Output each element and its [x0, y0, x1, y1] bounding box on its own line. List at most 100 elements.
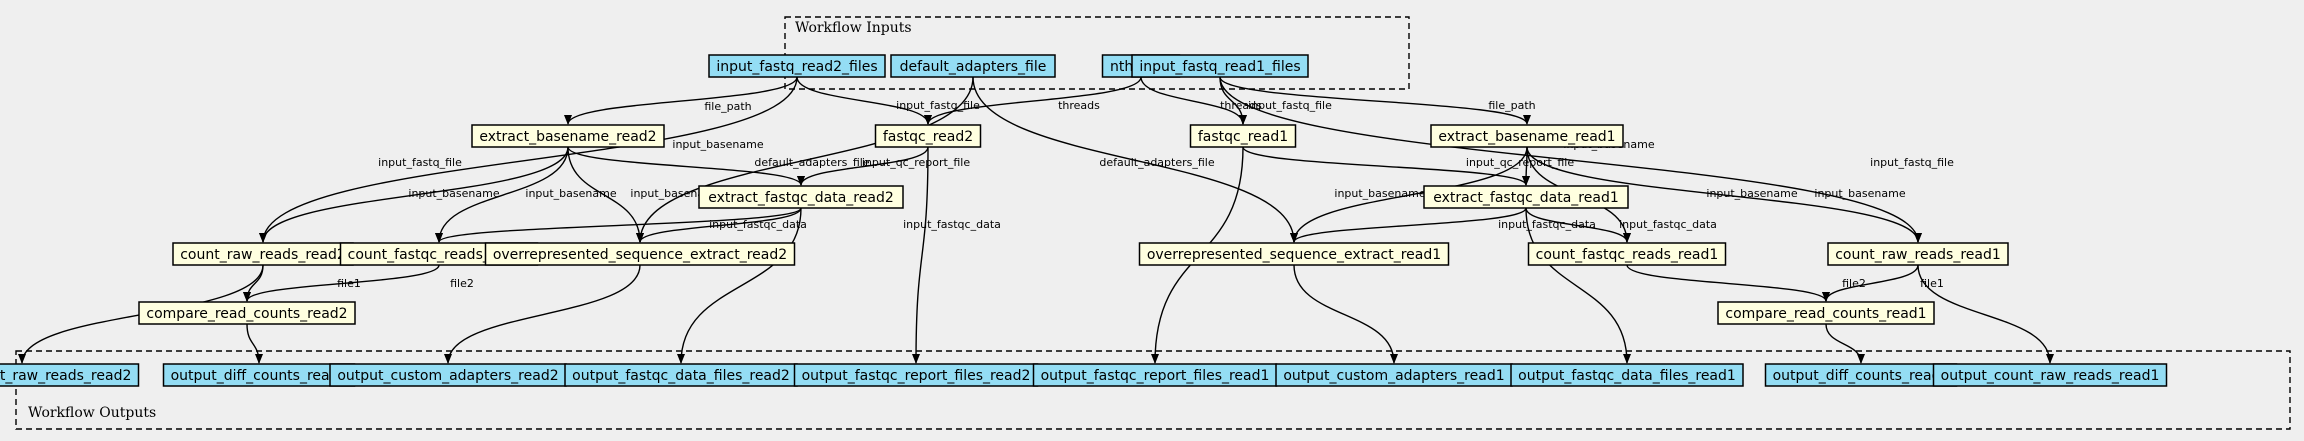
- edge-line: [1525, 207, 1631, 364]
- node-label: fastqc_read1: [1198, 129, 1288, 145]
- edge-line: [797, 146, 929, 186]
- node-label: output_count_raw_reads_read2: [0, 368, 131, 384]
- node-box: [1717, 301, 1935, 325]
- node-label: compare_read_counts_read2: [146, 306, 347, 322]
- node-label: output_custom_adapters_read1: [1283, 368, 1504, 384]
- edge-input-fastq-read1-files-to-extract-basename-read1: file_path: [1219, 76, 1536, 125]
- edge-line: [567, 146, 805, 186]
- node-count-raw-reads-read2[interactable]: count_raw_reads_read2: [172, 242, 354, 266]
- node-output-fastqc-report-files-read1[interactable]: output_fastqc_report_files_read1: [1032, 363, 1278, 387]
- node-output-count-raw-reads-read1[interactable]: output_count_raw_reads_read1: [1932, 363, 2168, 387]
- node-label: count_fastqc_reads_read1: [1536, 247, 1719, 263]
- node-output-custom-adapters-read2[interactable]: output_custom_adapters_read2: [329, 363, 567, 387]
- node-output-fastqc-report-files-read2[interactable]: output_fastqc_report_files_read2: [793, 363, 1039, 387]
- edge-line: [1626, 264, 1830, 302]
- cluster-label-inputs: Workflow Inputs: [795, 20, 912, 36]
- node-extract-fastqc-data-read2[interactable]: extract_fastqc_data_read2: [698, 185, 904, 209]
- node-output-diff-counts-read1[interactable]: output_diff_counts_read1: [1764, 363, 1958, 387]
- node-label: overrepresented_sequence_extract_read2: [493, 247, 787, 263]
- edge-line: [1293, 264, 1398, 364]
- edge-line: [636, 76, 974, 243]
- edge-default-adapters-file-to-overrepresented-sequence-extract-read2: default_adapters_file: [636, 76, 974, 243]
- node-label: count_raw_reads_read1: [1835, 247, 2001, 263]
- node-fastqc-read1[interactable]: fastqc_read1: [1189, 124, 1297, 148]
- node-box: [1131, 54, 1309, 78]
- node-count-raw-reads-read1[interactable]: count_raw_reads_read1: [1827, 242, 2009, 266]
- node-output-custom-adapters-read1[interactable]: output_custom_adapters_read1: [1275, 363, 1513, 387]
- edge-label: input_basename: [672, 138, 763, 151]
- edge-line: [972, 76, 1298, 243]
- node-label: extract_basename_read2: [479, 129, 656, 145]
- edge-line: [435, 207, 802, 243]
- edge-line: [1825, 323, 1865, 364]
- edge-compare-read-counts-read2-to-output-diff-counts-read2: [246, 323, 263, 364]
- node-box: [1430, 124, 1624, 148]
- edge-label: file2: [1842, 277, 1866, 290]
- node-output-fastqc-data-files-read1[interactable]: output_fastqc_data_files_read1: [1510, 363, 1744, 387]
- edge-label: input_fastq_file: [378, 156, 462, 169]
- node-box: [1827, 242, 2009, 266]
- node-label: fastqc_read2: [883, 129, 973, 145]
- node-box: [471, 124, 665, 148]
- edge-extract-fastqc-data-read1-to-output-fastqc-data-files-read1: [1525, 207, 1631, 364]
- edge-label: input_fastqc_data: [1498, 218, 1596, 231]
- node-extract-fastqc-data-read1[interactable]: extract_fastqc_data_read1: [1423, 185, 1629, 209]
- edge-input-fastq-read2-files-to-fastqc-read2: input_fastq_file: [796, 76, 980, 125]
- node-overrepresented-sequence-extract-read2[interactable]: overrepresented_sequence_extract_read2: [484, 242, 796, 266]
- edge-line: [444, 264, 641, 364]
- node-output-diff-counts-read2[interactable]: output_diff_counts_read2: [162, 363, 356, 387]
- edge-label: input_fastq_file: [1870, 156, 1954, 169]
- node-box: [698, 185, 904, 209]
- edge-extract-basename-read1-to-count-raw-reads-read1: input_basename: [1526, 146, 1922, 243]
- edge-input-fastq-read1-files-to-count-raw-reads-read1: input_fastq_file: [1219, 76, 1954, 243]
- node-compare-read-counts-read1[interactable]: compare_read_counts_read1: [1717, 301, 1935, 325]
- node-fastqc-read2[interactable]: fastqc_read2: [874, 124, 982, 148]
- node-label: extract_fastqc_data_read1: [1433, 190, 1619, 206]
- node-overrepresented-sequence-extract-read1[interactable]: overrepresented_sequence_extract_read1: [1138, 242, 1450, 266]
- node-extract-basename-read1[interactable]: extract_basename_read1: [1430, 124, 1624, 148]
- edge-line: [1219, 76, 1922, 243]
- node-box: [484, 242, 796, 266]
- edge-count-fastqc-reads-read1-to-compare-read-counts-read1: file2: [1626, 264, 1866, 302]
- node-label: output_diff_counts_read2: [171, 368, 348, 384]
- node-label: compare_read_counts_read1: [1725, 306, 1926, 322]
- edge-default-adapters-file-to-overrepresented-sequence-extract-read1: default_adapters_file: [972, 76, 1298, 243]
- node-label: extract_fastqc_data_read2: [708, 190, 894, 206]
- node-label: output_fastqc_report_files_read2: [802, 368, 1031, 384]
- edge-label: input_basename: [525, 187, 616, 200]
- edge-label: input_fastqc_data: [903, 218, 1001, 231]
- edge-line: [435, 146, 569, 243]
- edge-extract-basename-read2-to-count-fastqc-reads-read2: input_basename: [435, 146, 617, 243]
- node-output-fastqc-data-files-read2[interactable]: output_fastqc_data_files_read2: [564, 363, 798, 387]
- edge-label: default_adapters_file: [754, 156, 869, 169]
- edge-label: input_basename: [1334, 187, 1425, 200]
- node-label: input_fastq_read2_files: [716, 59, 877, 75]
- node-box: [708, 54, 886, 78]
- node-compare-read-counts-read2[interactable]: compare_read_counts_read2: [138, 301, 356, 325]
- edge-line: [636, 207, 802, 243]
- node-label: output_custom_adapters_read2: [337, 368, 558, 384]
- node-input-fastq-read1-files[interactable]: input_fastq_read1_files: [1131, 54, 1309, 78]
- node-default-adapters-file[interactable]: default_adapters_file: [890, 54, 1056, 78]
- edge-extract-fastqc-data-read1-to-count-fastqc-reads-read1: input_fastqc_data: [1525, 207, 1717, 243]
- node-label: output_diff_counts_read1: [1773, 368, 1950, 384]
- node-input-fastq-read2-files[interactable]: input_fastq_read2_files: [708, 54, 886, 78]
- edge-label: file1: [1920, 277, 1944, 290]
- node-box: [1138, 242, 1450, 266]
- edge-count-raw-reads-read1-to-compare-read-counts-read1: file1: [1822, 264, 1944, 302]
- node-extract-basename-read2[interactable]: extract_basename_read2: [471, 124, 665, 148]
- edge-nthreads-to-fastqc-read2: threads: [924, 76, 1142, 125]
- node-box: [890, 54, 1056, 78]
- edge-line: [259, 76, 798, 243]
- node-label: count_fastqc_reads_read2: [348, 247, 531, 263]
- node-label: count_raw_reads_read2: [180, 247, 346, 263]
- edge-fastqc-read1-to-extract-fastqc-data-read1: input_qc_report_file: [1242, 146, 1574, 186]
- edge-line: [1290, 146, 1528, 243]
- node-count-fastqc-reads-read1[interactable]: count_fastqc_reads_read1: [1527, 242, 1727, 266]
- node-label: output_fastqc_data_files_read2: [572, 368, 790, 384]
- edge-compare-read-counts-read1-to-output-diff-counts-read1: [1825, 323, 1865, 364]
- edge-line: [246, 323, 263, 364]
- edge-label: input_fastq_file: [1248, 99, 1332, 112]
- node-output-count-raw-reads-read2[interactable]: output_count_raw_reads_read2: [0, 363, 140, 387]
